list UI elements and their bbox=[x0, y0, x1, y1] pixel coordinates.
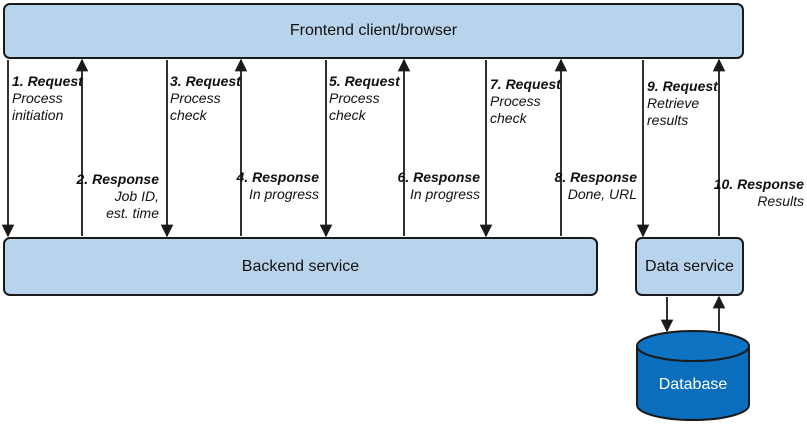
database-cylinder: Database bbox=[636, 330, 750, 421]
backend-label: Backend service bbox=[241, 257, 360, 275]
step-line: results bbox=[647, 112, 689, 128]
step-3-label: 3. Request Process check bbox=[170, 73, 241, 124]
step-line: Results bbox=[757, 193, 804, 209]
frontend-label: Frontend client/browser bbox=[289, 22, 458, 39]
step-title: 3. Request bbox=[170, 73, 241, 89]
backend-box: Backend service bbox=[3, 237, 598, 296]
step-line: In progress bbox=[409, 186, 480, 202]
step-line: Process bbox=[12, 90, 63, 106]
step-9-label: 9. Request Retrieve results bbox=[647, 78, 718, 129]
step-line: In progress bbox=[248, 186, 319, 202]
step-5-label: 5. Request Process check bbox=[329, 73, 400, 124]
step-line: Process bbox=[329, 90, 380, 106]
step-line: check bbox=[329, 107, 366, 123]
step-line: Process bbox=[490, 93, 541, 109]
step-title: 7. Request bbox=[490, 76, 561, 92]
step-1-label: 1. Request Process initiation bbox=[12, 73, 83, 124]
step-10-label: 10. Response Results bbox=[714, 176, 804, 210]
step-4-label: 4. Response In progress bbox=[237, 169, 319, 203]
step-8-label: 8. Response Done, URL bbox=[555, 169, 637, 203]
step-line: check bbox=[170, 107, 207, 123]
step-line: check bbox=[490, 110, 527, 126]
data-service-box: Data service bbox=[635, 237, 744, 296]
step-line: Retrieve bbox=[647, 95, 700, 111]
step-title: 5. Request bbox=[329, 73, 400, 89]
step-line: initiation bbox=[12, 107, 64, 123]
database-label: Database bbox=[659, 376, 728, 393]
step-title: 1. Request bbox=[12, 73, 83, 89]
step-title: 4. Response bbox=[236, 169, 319, 185]
step-line: Process bbox=[170, 90, 221, 106]
step-title: 9. Request bbox=[647, 78, 718, 94]
step-line: Job ID, bbox=[114, 188, 159, 204]
step-title: 8. Response bbox=[554, 169, 637, 185]
step-line: Done, URL bbox=[567, 186, 637, 202]
data-service-label: Data service bbox=[645, 257, 734, 275]
step-6-label: 6. Response In progress bbox=[398, 169, 480, 203]
step-7-label: 7. Request Process check bbox=[490, 76, 561, 127]
step-line: est. time bbox=[106, 205, 159, 221]
step-2-label: 2. Response Job ID, est. time bbox=[77, 171, 159, 222]
frontend-box: Frontend client/browser bbox=[3, 3, 744, 59]
step-title: 2. Response bbox=[76, 171, 159, 187]
step-title: 6. Response bbox=[397, 169, 480, 185]
step-title: 10. Response bbox=[713, 176, 804, 192]
